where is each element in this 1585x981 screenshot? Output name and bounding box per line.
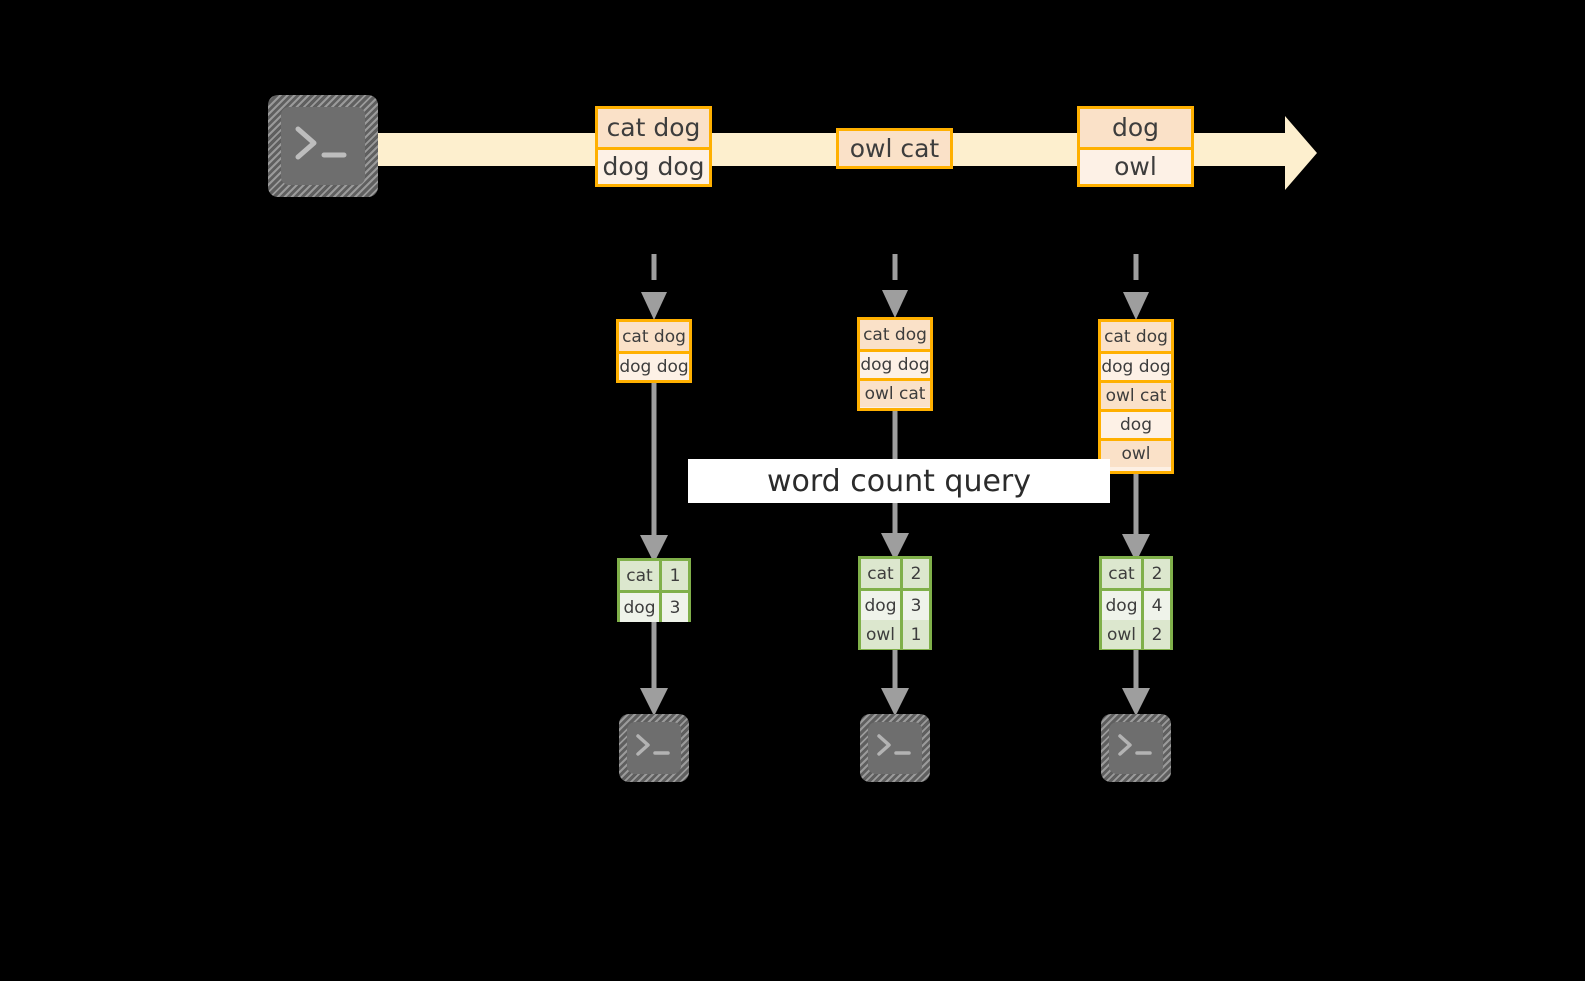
input-record: cat dog (619, 322, 689, 351)
query-label: word count query (688, 459, 1110, 503)
table-cell-word: dog (1102, 591, 1144, 620)
terminal-body (281, 107, 365, 185)
table-row: owl 1 (861, 617, 929, 649)
table-row: dog 3 (620, 590, 688, 622)
dashed-connector-1 (641, 254, 667, 320)
table-cell-count: 3 (662, 593, 688, 622)
table-cell-count: 2 (903, 559, 929, 588)
sink-connector-3 (1122, 650, 1150, 716)
table-cell-word: owl (1102, 620, 1144, 649)
table-row: owl 2 (1102, 617, 1170, 649)
column-2-result-table: cat 2 dog 3 owl 1 (858, 556, 932, 650)
table-cell-count: 3 (903, 591, 929, 620)
table-cell-count: 2 (1144, 620, 1170, 649)
table-row: cat 1 (620, 561, 688, 590)
stream-record: dog dog (598, 146, 709, 184)
column-2-sink-terminal-icon[interactable] (860, 714, 930, 782)
table-row: cat 2 (861, 559, 929, 588)
table-cell-word: owl (861, 620, 903, 649)
table-cell-word: cat (620, 561, 662, 590)
table-row: dog 3 (861, 588, 929, 620)
input-record: dog dog (619, 351, 689, 380)
table-cell-count: 4 (1144, 591, 1170, 620)
input-record: cat dog (860, 320, 930, 349)
table-row: dog 4 (1102, 588, 1170, 620)
column-1-sink-terminal-icon[interactable] (619, 714, 689, 782)
column-1-input-records: cat dog dog dog (616, 319, 692, 383)
terminal-prompt-glyph (1118, 734, 1152, 756)
table-cell-word: dog (861, 591, 903, 620)
terminal-body (1109, 722, 1163, 774)
table-cell-word: dog (620, 593, 662, 622)
dashed-connector-2 (882, 254, 908, 318)
source-terminal-icon[interactable] (268, 95, 378, 197)
input-record: owl cat (860, 378, 930, 407)
table-cell-word: cat (861, 559, 903, 588)
query-connector-3 (1122, 474, 1150, 562)
input-record: owl cat (1101, 380, 1171, 409)
column-2-input-records: cat dog dog dog owl cat (857, 317, 933, 411)
terminal-prompt-glyph (877, 734, 911, 756)
column-3-sink-terminal-icon[interactable] (1101, 714, 1171, 782)
column-1-result-table: cat 1 dog 3 (617, 558, 691, 622)
input-record: dog (1101, 409, 1171, 438)
query-label-text: word count query (766, 463, 1032, 499)
terminal-body (627, 722, 681, 774)
input-record: cat dog (1101, 322, 1171, 351)
dashed-connector-3 (1123, 254, 1149, 320)
table-cell-word: cat (1102, 559, 1144, 588)
terminal-prompt-glyph (636, 734, 670, 756)
table-cell-count: 1 (903, 620, 929, 649)
stream-batch-1: cat dog dog dog (595, 106, 712, 187)
stream-record: dog (1080, 109, 1191, 147)
stream-record: owl (1080, 146, 1191, 184)
query-connector-1 (640, 383, 668, 563)
input-record: dog dog (1101, 351, 1171, 380)
terminal-prompt-glyph (295, 126, 347, 160)
table-row: cat 2 (1102, 559, 1170, 588)
stream-batch-3: dog owl (1077, 106, 1194, 187)
sink-connector-1 (640, 622, 668, 716)
stream-record: owl cat (839, 131, 950, 166)
column-3-result-table: cat 2 dog 4 owl 2 (1099, 556, 1173, 650)
terminal-body (868, 722, 922, 774)
input-record: owl (1101, 438, 1171, 467)
stream-batch-2: owl cat (836, 128, 953, 169)
input-record: dog dog (860, 349, 930, 378)
sink-connector-2 (881, 650, 909, 716)
stream-record: cat dog (598, 109, 709, 147)
table-cell-count: 1 (662, 561, 688, 590)
table-cell-count: 2 (1144, 559, 1170, 588)
column-3-input-records: cat dog dog dog owl cat dog owl (1098, 319, 1174, 474)
